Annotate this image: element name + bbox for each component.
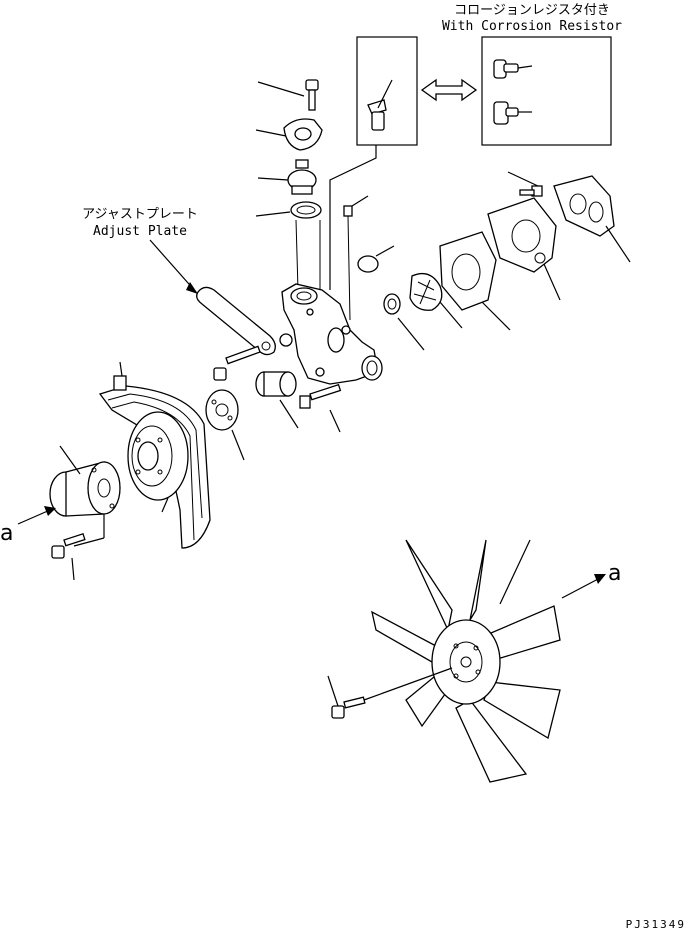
adjust-plate-arrowhead xyxy=(186,282,198,294)
view-a-arrow-left xyxy=(17,506,56,525)
crank-pulley xyxy=(127,411,189,513)
fan-spacer-bolt xyxy=(51,533,86,581)
adjust-plate-leader xyxy=(149,239,197,293)
seal-center-line xyxy=(295,219,299,291)
thermostat-seal xyxy=(255,201,322,219)
bolt-rear xyxy=(507,171,543,197)
fan-spacer xyxy=(49,445,121,547)
mount-bolt xyxy=(299,383,342,433)
thermostat-cover xyxy=(255,118,323,151)
o-ring xyxy=(357,245,395,273)
cooling-fan xyxy=(371,539,561,783)
seal-washer xyxy=(383,293,425,351)
standard-inset-box xyxy=(356,36,418,146)
thermostat xyxy=(257,159,317,195)
view-a-label-left: a xyxy=(0,521,13,546)
adjust-plate xyxy=(196,286,276,356)
plug-fitting xyxy=(343,195,369,321)
corrosion-resistor-label-jp: コロージョンレジスタ付き xyxy=(454,3,610,18)
bearing-spacer xyxy=(255,371,299,429)
impeller xyxy=(409,272,463,329)
double-arrow xyxy=(420,78,478,102)
corrosion-resistor-inset-box xyxy=(481,36,612,146)
bolt-top xyxy=(257,79,319,111)
long-bolt xyxy=(213,345,261,381)
view-a-arrow-right xyxy=(561,574,606,599)
inset-leader-line xyxy=(329,145,377,290)
corrosion-resistor-label-en: With Corrosion Resistor xyxy=(442,19,622,34)
rear-gasket xyxy=(553,175,631,263)
view-a-label-right: a xyxy=(608,561,621,586)
adjust-plate-label-en: Adjust Plate xyxy=(93,224,187,239)
figure-code: PJ31349 xyxy=(626,918,686,931)
pulley-hub xyxy=(205,389,245,461)
small-nut xyxy=(279,333,293,347)
adjust-plate-label-jp: アジャストプレート xyxy=(82,207,198,222)
pump-cover-plate xyxy=(487,197,561,301)
water-pump-housing xyxy=(281,283,383,385)
fan-bolt xyxy=(327,667,453,719)
gasket-inner xyxy=(439,231,511,331)
